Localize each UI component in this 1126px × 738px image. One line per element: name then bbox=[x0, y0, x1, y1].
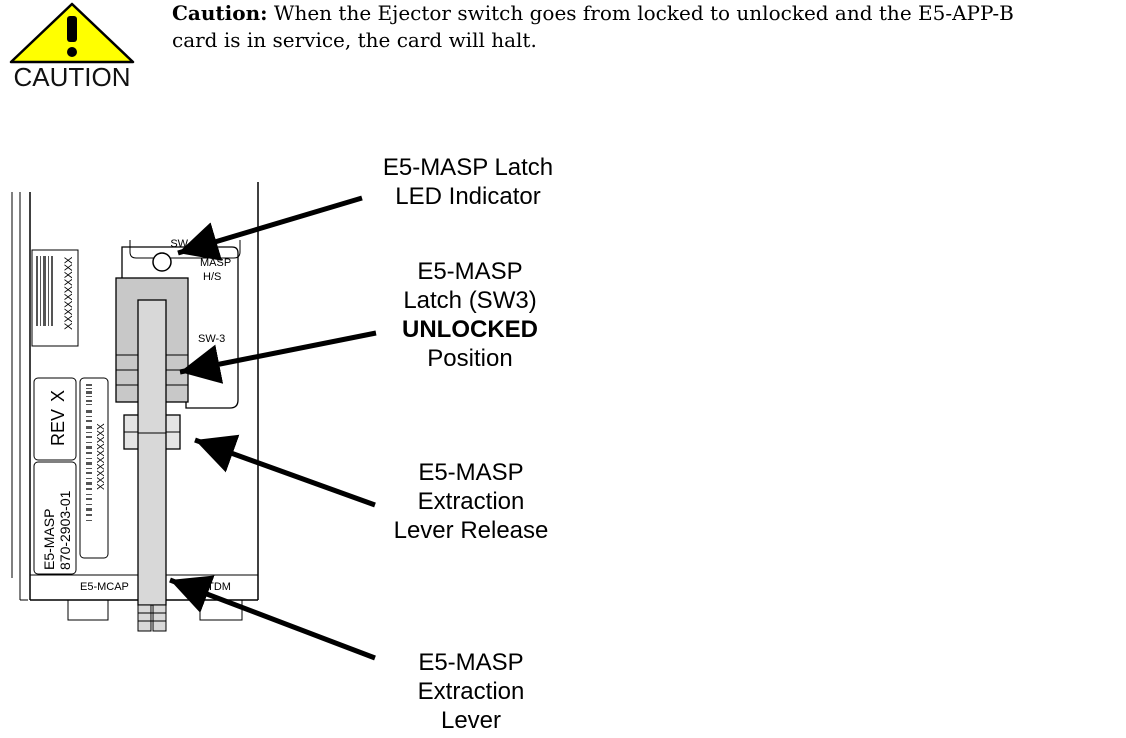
arrow-led bbox=[177, 195, 363, 261]
led-indicator bbox=[152, 252, 172, 272]
callout-release-line3: Lever Release bbox=[393, 517, 549, 544]
extraction-lever[interactable] bbox=[137, 299, 167, 606]
rev-value: X bbox=[48, 390, 68, 402]
caution-text-line2: card is in service, the card will halt. bbox=[172, 28, 537, 52]
arrow-release bbox=[194, 434, 376, 508]
arrow-latch bbox=[179, 330, 377, 384]
bottom-connector bbox=[67, 599, 109, 621]
callout-latch-line3: UNLOCKED bbox=[402, 316, 538, 343]
callout-led-line1: E5-MASP Latch bbox=[382, 154, 554, 181]
callout-release-line2: Extraction bbox=[417, 488, 525, 515]
lever-tip bbox=[152, 604, 167, 632]
caution-lead: Caution: bbox=[172, 1, 268, 25]
caution-warning-triangle-icon bbox=[9, 2, 135, 64]
barcode-label-2 bbox=[79, 377, 109, 559]
callout-lever-line3: Lever bbox=[440, 707, 502, 734]
callout-latch-line4: Position bbox=[427, 345, 513, 372]
callout-lever: E5-MASP Extraction Lever bbox=[376, 648, 566, 735]
callout-led: E5-MASP Latch LED Indicator bbox=[368, 153, 568, 211]
rev-text: REV bbox=[48, 409, 68, 446]
caution-block: CAUTION bbox=[0, 0, 170, 120]
lever-tip bbox=[137, 604, 152, 632]
callout-release: E5-MASP Extraction Lever Release bbox=[376, 458, 566, 545]
caution-text: Caution: When the Ejector switch goes fr… bbox=[172, 0, 1122, 54]
part-number: 870-2903-01 bbox=[57, 490, 73, 570]
sw3-panel bbox=[121, 246, 239, 409]
callout-lever-line1: E5-MASP bbox=[418, 649, 524, 676]
mcap-label: E5-MCAP bbox=[80, 581, 129, 593]
part-label bbox=[33, 461, 77, 575]
barcode-icon bbox=[36, 256, 53, 326]
barcode1-text: XXXXXXXXXX bbox=[63, 256, 75, 330]
callout-latch-line1: E5-MASP bbox=[417, 258, 523, 285]
part-name: E5-MASP bbox=[41, 509, 57, 570]
caution-text-line1: When the Ejector switch goes from locked… bbox=[267, 1, 1014, 25]
barcode-label bbox=[31, 249, 79, 347]
callout-latch-line2: Latch (SW3) bbox=[403, 287, 537, 314]
hs-label: H/S bbox=[203, 271, 221, 283]
callout-led-line2: LED Indicator bbox=[395, 183, 541, 210]
callout-release-line1: E5-MASP bbox=[418, 459, 524, 486]
sw3-label: SW-3 bbox=[198, 333, 225, 345]
callout-lever-line2: Extraction bbox=[417, 678, 525, 705]
arrow-lever bbox=[169, 575, 376, 661]
barcode2-text: XXXXXXXXXX bbox=[96, 423, 107, 490]
callout-latch: E5-MASP Latch (SW3) UNLOCKED Position bbox=[380, 257, 560, 373]
caution-word: CAUTION bbox=[13, 62, 131, 92]
card-diagram: SW-2 MASP H/S SW-3 XXXXXXXXXX REV X E5-M… bbox=[11, 182, 259, 632]
barcode-icon bbox=[86, 384, 92, 521]
rev-label bbox=[33, 377, 77, 461]
